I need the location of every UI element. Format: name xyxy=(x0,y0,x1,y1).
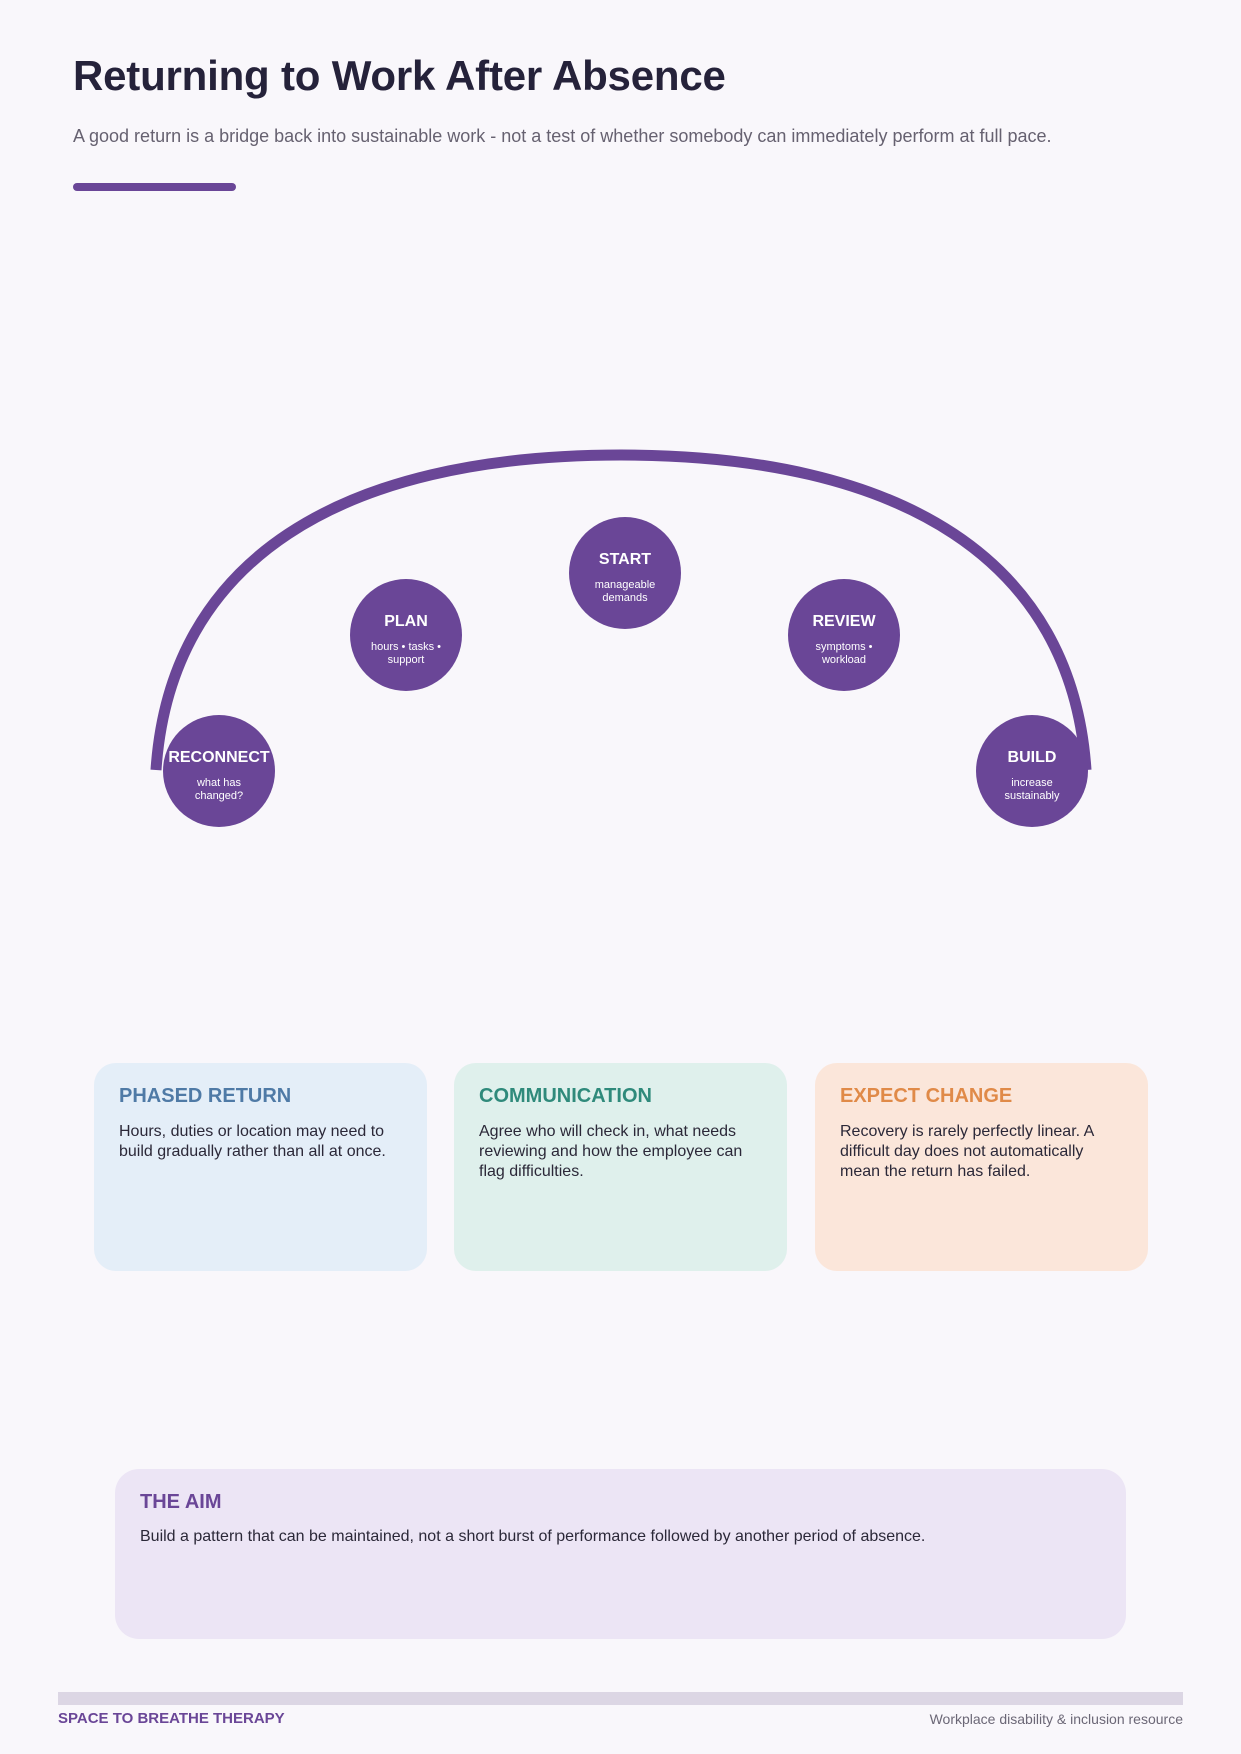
footer-brand: SPACE TO BREATHE THERAPY xyxy=(58,1710,285,1727)
page-title: Returning to Work After Absence xyxy=(73,52,726,99)
step-review-title: REVIEW xyxy=(812,613,876,630)
step-reconnect: RECONNECT what has changed? xyxy=(163,715,275,827)
step-review-subtitle: symptoms • workload xyxy=(815,641,873,666)
step-plan: PLAN hours • tasks • support xyxy=(350,579,462,691)
card-phased-return-text: Hours, duties or location may need to bu… xyxy=(119,1123,386,1160)
card-phased-return: PHASED RETURN Hours, duties or location … xyxy=(94,1063,427,1271)
aim-text: Build a pattern that can be maintained, … xyxy=(140,1528,926,1545)
card-communication-title: COMMUNICATION xyxy=(479,1085,652,1107)
step-start-subtitle: manageable demands xyxy=(594,579,656,604)
aim-title: THE AIM xyxy=(140,1491,222,1513)
card-expect-change-title: EXPECT CHANGE xyxy=(840,1085,1013,1107)
step-build-title: BUILD xyxy=(1007,749,1057,766)
accent-divider xyxy=(73,183,236,191)
card-expect-change-text: Recovery is rarely perfectly linear. A d… xyxy=(840,1123,1094,1180)
card-communication: COMMUNICATION Agree who will check in, w… xyxy=(454,1063,787,1271)
step-plan-subtitle: hours • tasks • support xyxy=(370,641,442,666)
footer-divider xyxy=(58,1692,1183,1705)
step-reconnect-title: RECONNECT xyxy=(168,749,270,766)
card-expect-change: EXPECT CHANGE Recovery is rarely perfect… xyxy=(815,1063,1148,1271)
page-subtitle: A good return is a bridge back into sust… xyxy=(73,126,1052,146)
step-review: REVIEW symptoms • workload xyxy=(788,579,900,691)
step-start: START manageable demands xyxy=(569,517,681,629)
step-reconnect-subtitle: what has changed? xyxy=(194,777,244,802)
step-build: BUILD increase sustainably xyxy=(976,715,1088,827)
aim-panel: THE AIM Build a pattern that can be main… xyxy=(115,1469,1126,1639)
footer-note: Workplace disability & inclusion resourc… xyxy=(929,1711,1183,1727)
card-communication-text: Agree who will check in, what needs revi… xyxy=(479,1123,743,1180)
step-start-title: START xyxy=(598,551,652,568)
step-build-subtitle: increase sustainably xyxy=(1004,777,1060,802)
card-phased-return-title: PHASED RETURN xyxy=(119,1085,292,1107)
step-plan-title: PLAN xyxy=(384,613,428,630)
